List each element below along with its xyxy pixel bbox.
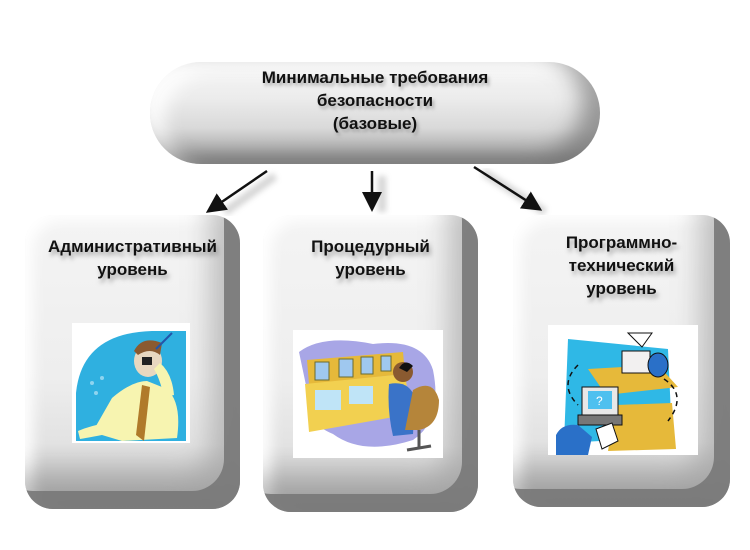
level-title-line2: уровень <box>97 260 168 279</box>
root-title: Минимальные требования безопасности (баз… <box>150 66 600 135</box>
level-procedural: Процедурный уровень <box>263 215 478 512</box>
networked-computers-icon: ? <box>548 325 698 455</box>
operator-at-console-icon <box>293 330 443 458</box>
root-title-line3: (базовые) <box>332 114 418 133</box>
level-title: Процедурный уровень <box>263 235 478 281</box>
root-node: Минимальные требования безопасности (баз… <box>150 62 600 164</box>
arrow-to-technical <box>473 165 543 211</box>
svg-text:?: ? <box>596 394 603 408</box>
level-title-line1: Программно- <box>565 233 678 252</box>
man-on-phone-icon <box>72 323 190 443</box>
root-title-line2: безопасности <box>316 91 434 110</box>
level-title: Административный уровень <box>13 235 252 281</box>
level-title-line2: уровень <box>335 260 406 279</box>
level-title-line3: уровень <box>586 279 657 298</box>
level-title-line1: Процедурный <box>311 237 430 256</box>
level-title-line1: Административный <box>48 237 217 256</box>
level-administrative: Административный уровень <box>25 215 240 509</box>
arrow-shadows <box>222 168 548 216</box>
level-technical: Программно- технический уровень ? <box>513 215 730 507</box>
level-title-line2: технический <box>568 256 675 275</box>
level-title: Программно- технический уровень <box>513 231 730 300</box>
root-title-line1: Минимальные требования <box>261 68 489 87</box>
arrow-to-administrative <box>205 169 268 213</box>
